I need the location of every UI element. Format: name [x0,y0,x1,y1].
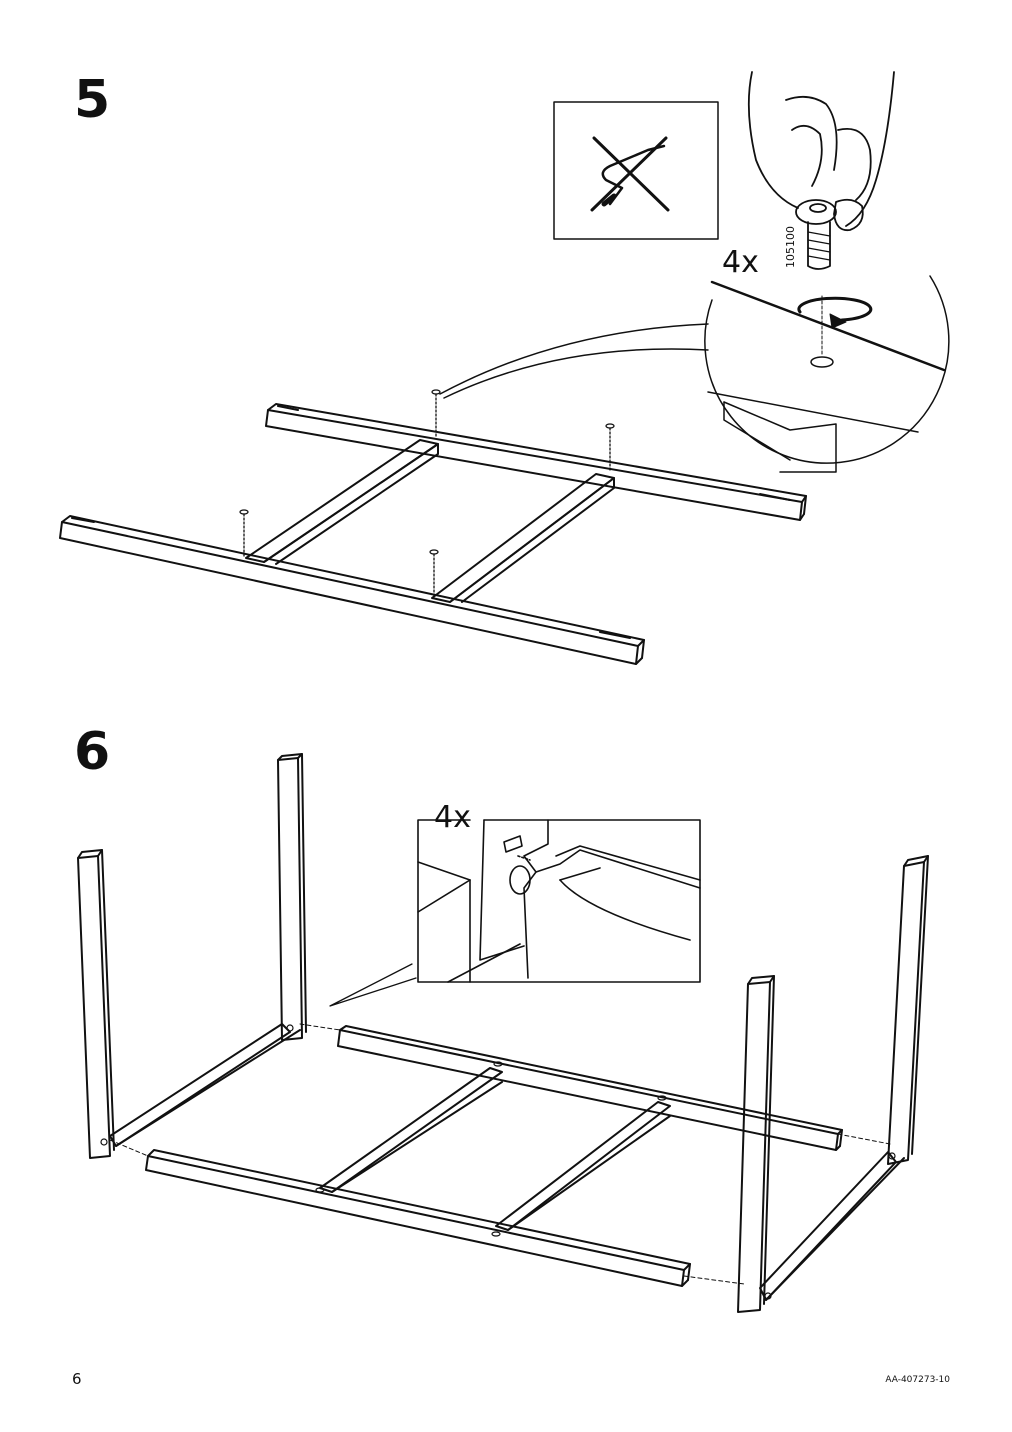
hand-screw-clockwise-icon [747,71,895,270]
screw-detail-callout [439,275,950,473]
step-6-number: 6 [74,722,111,782]
step5-quantity-label: 4x [722,245,759,280]
page-number: 6 [72,1370,82,1388]
step5-frame [59,389,807,665]
document-code: AA-407273-10 [885,1375,950,1385]
step6-quantity-label: 4x [434,800,471,835]
no-tool-prohibited-icon [553,101,719,240]
step6-frame [77,753,929,1313]
leg-slot-connector-icon [329,819,701,1007]
step5-part-number: 105100 [784,226,797,268]
step-5-number: 5 [74,70,111,130]
